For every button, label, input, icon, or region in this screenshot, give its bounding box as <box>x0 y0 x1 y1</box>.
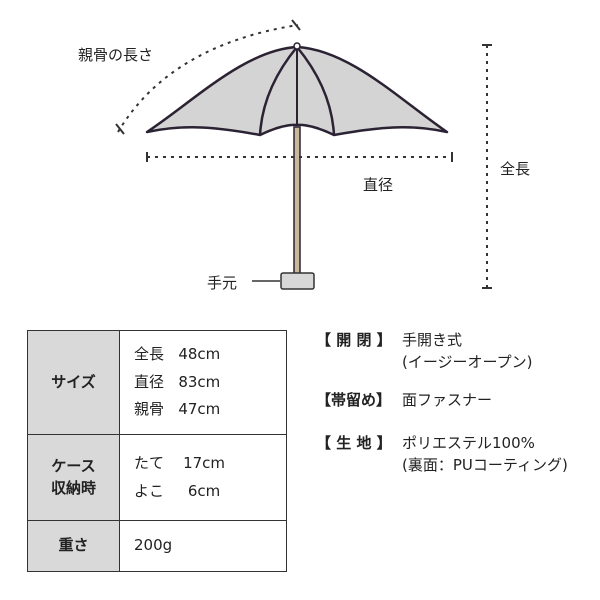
spec-row-size: サイズ 全長 48cm 直径 83cm 親骨 47cm <box>28 331 286 435</box>
info-fabric-line2: (裏面：PUコーティング) <box>402 455 568 474</box>
spec-value: 6cm <box>187 481 221 500</box>
umbrella-diagram: 親骨の長さ 直径 全長 手元 <box>78 19 531 292</box>
canopy-seam-right <box>296 46 336 136</box>
spec-value: 48cm <box>178 344 221 363</box>
info-open-label: 【 開 閉 】 <box>316 331 392 349</box>
spec-size-diameter: 直径 83cm <box>134 369 286 397</box>
spec-case-width: よこ 6cm <box>134 478 286 506</box>
spec-header-weight: 重さ <box>28 521 120 571</box>
spec-header-case-line1: ケース <box>51 456 96 475</box>
handle-label: 手元 <box>207 274 238 292</box>
spec-key: たて <box>134 453 165 472</box>
info-open: 【 開 閉 】手開き式 (イージーオープン) <box>316 330 533 374</box>
rib-length-arc <box>117 24 299 133</box>
spec-size-rib: 親骨 47cm <box>134 396 286 424</box>
spec-weight-value: 200g <box>134 536 173 555</box>
spec-key: よこ <box>134 481 165 500</box>
spec-table: サイズ 全長 48cm 直径 83cm 親骨 47cm ケース 収納時 たて 1… <box>27 330 287 572</box>
rib-length-label: 親骨の長さ <box>78 46 154 64</box>
spec-key: 全長 <box>134 344 165 363</box>
umbrella-shaft <box>293 126 301 278</box>
rib-arc-start-tick <box>291 19 301 31</box>
diameter-label: 直径 <box>363 176 394 194</box>
spec-value: 17cm <box>183 453 226 472</box>
umbrella-handle <box>280 272 315 290</box>
canopy-seam-left <box>258 46 298 136</box>
umbrella-tip <box>293 42 301 50</box>
spec-cell-weight: 200g <box>120 521 286 571</box>
spec-row-weight: 重さ 200g <box>28 521 286 571</box>
rib-arc-end-tick <box>115 123 125 135</box>
spec-header-size: サイズ <box>28 331 120 434</box>
spec-size-total: 全長 48cm <box>134 341 286 369</box>
spec-header-case: ケース 収納時 <box>28 435 120 520</box>
info-open-line2: (イージーオープン) <box>402 352 533 371</box>
info-band-value: 面ファスナー <box>402 391 493 409</box>
umbrella-illustration <box>115 19 492 290</box>
info-open-line1: 手開き式 <box>402 331 463 349</box>
spec-case-height: たて 17cm <box>134 450 286 478</box>
spec-value: 47cm <box>178 400 221 419</box>
spec-header-size-text: サイズ <box>51 372 96 391</box>
info-band: 【帯留め】面ファスナー <box>316 390 492 412</box>
spec-cell-case: たて 17cm よこ 6cm <box>120 435 286 520</box>
spec-value: 83cm <box>178 372 221 391</box>
info-fabric-line1: ポリエステル100% <box>402 434 535 452</box>
spec-key: 直径 <box>134 372 165 391</box>
info-fabric: 【 生 地 】ポリエステル100% (裏面：PUコーティング) <box>316 433 568 477</box>
spec-row-case: ケース 収納時 たて 17cm よこ 6cm <box>28 435 286 521</box>
spec-header-case-line2: 収納時 <box>50 478 96 497</box>
total-length-label: 全長 <box>500 160 531 178</box>
info-fabric-value: ポリエステル100% (裏面：PUコーティング) <box>402 433 568 477</box>
spec-key: 親骨 <box>134 400 165 419</box>
info-open-value: 手開き式 (イージーオープン) <box>402 330 533 374</box>
spec-header-weight-text: 重さ <box>58 536 89 555</box>
info-band-label: 【帯留め】 <box>316 391 392 409</box>
info-fabric-label: 【 生 地 】 <box>316 434 392 452</box>
spec-cell-size: 全長 48cm 直径 83cm 親骨 47cm <box>120 331 286 434</box>
